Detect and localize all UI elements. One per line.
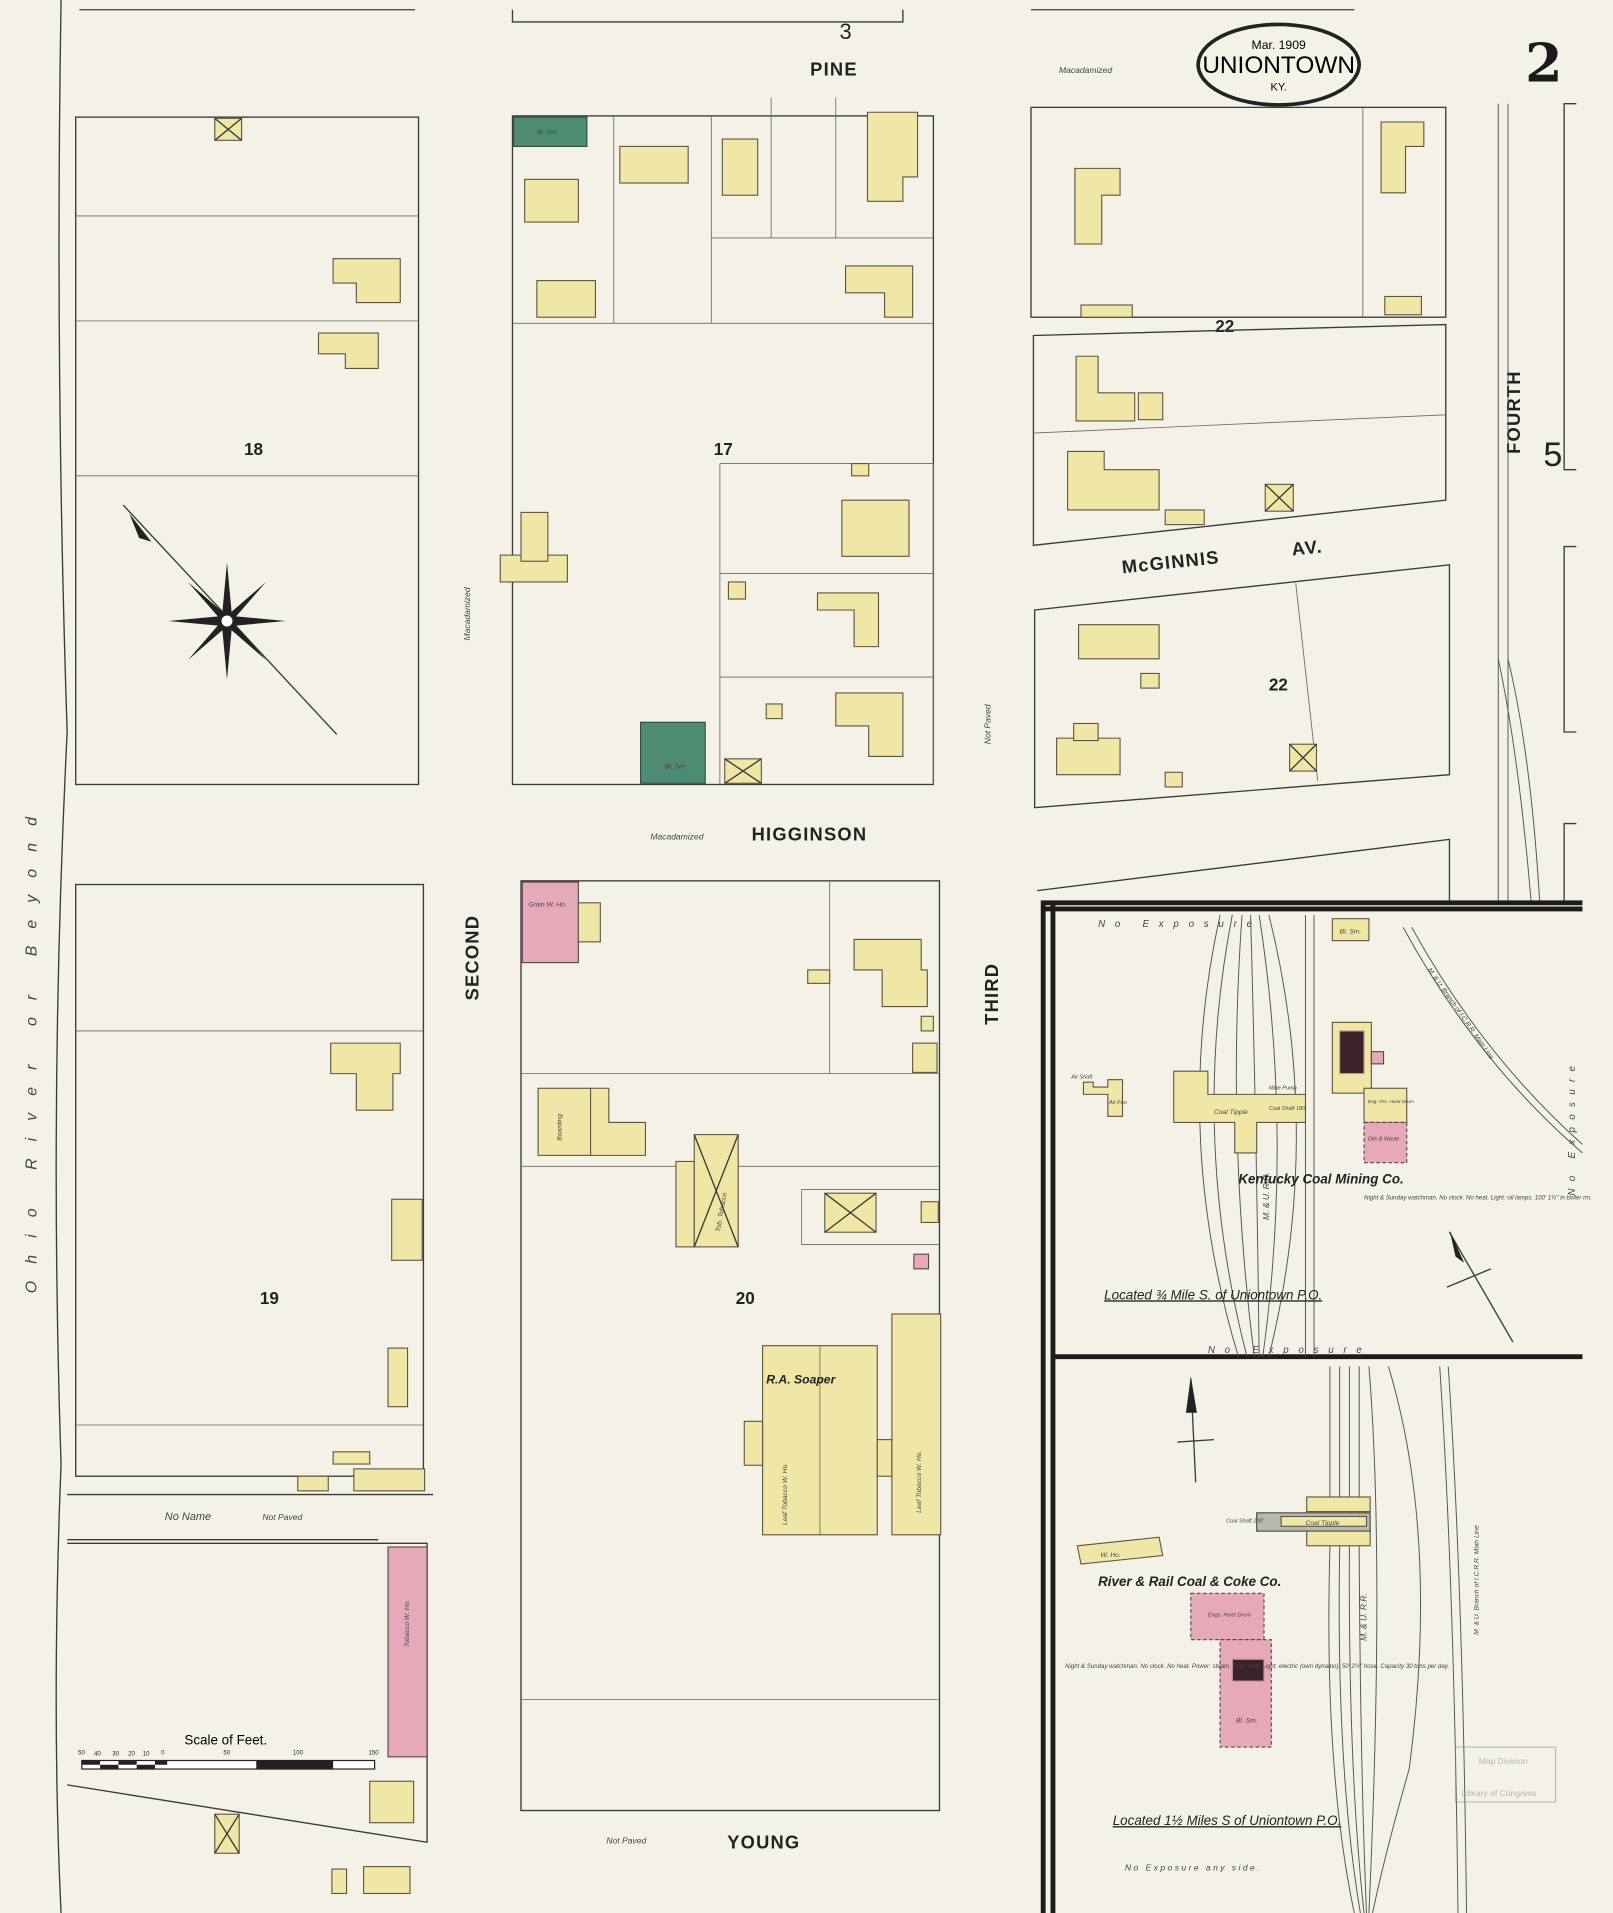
street-label-higginson: HIGGINSON bbox=[752, 824, 868, 845]
block-number: 22 bbox=[1269, 676, 1288, 695]
block-22-north: 22 bbox=[1030, 106, 1447, 336]
street-label-young: YOUNG bbox=[727, 1831, 800, 1852]
state-name: KY. bbox=[1271, 81, 1287, 93]
company-name: Kentucky Coal Mining Co. bbox=[1238, 1171, 1403, 1186]
location-note: Located ¾ Mile S. of Uniontown P.O. bbox=[1104, 1287, 1322, 1302]
railroad-label: M. & U. R.R. bbox=[1261, 1172, 1271, 1220]
building-label: Leaf Tobacco W. Ho. bbox=[782, 1463, 789, 1525]
scale-tick: 50 bbox=[78, 1749, 85, 1756]
building-label: Coal Tipple bbox=[1305, 1520, 1339, 1527]
building-label: Tobacco W. Ho. bbox=[404, 1600, 411, 1647]
building-label: Engs. Hoist Drum bbox=[1208, 1613, 1251, 1619]
adjacent-sheet-right: 5 bbox=[1543, 436, 1562, 474]
block-number: 18 bbox=[244, 440, 263, 459]
building-label: Eng. Rm. Hoist Drum bbox=[1368, 1099, 1414, 1105]
building-label: Grain W. Ho. bbox=[528, 901, 567, 908]
no-name-street-edges bbox=[67, 1493, 434, 1541]
block-mcginnis-north bbox=[1032, 323, 1447, 547]
company-name: River & Rail Coal & Coke Co. bbox=[1098, 1574, 1281, 1589]
scale-tick: 20 bbox=[128, 1751, 135, 1758]
building-label: Coal Tipple bbox=[1214, 1109, 1248, 1116]
block-19: 19 bbox=[75, 883, 426, 1492]
street-label-second: SECOND bbox=[461, 915, 482, 1001]
river-label: Ohio River or Beyond bbox=[24, 800, 41, 1293]
block-18: 18 bbox=[75, 116, 420, 786]
scale-tick: 10 bbox=[143, 1751, 150, 1758]
river-bank-line bbox=[55, 0, 68, 1913]
block-south-of-higginson-edge bbox=[1037, 838, 1451, 903]
block-lower-left: Tobacco W. Ho. bbox=[67, 1542, 428, 1895]
library-of-congress-stamp: Map Division Library of Congress bbox=[1454, 1746, 1557, 1803]
exposure-note: No Exposure bbox=[1208, 1345, 1372, 1356]
scale-of-feet: Scale of Feet. 50 40 30 20 10 0 50 100 1… bbox=[78, 1733, 380, 1770]
fourth-street-railroad bbox=[1497, 103, 1509, 903]
company-note: Night & Sunday watchman. No clock. No he… bbox=[1065, 1663, 1449, 1670]
building-label: Coal Shaft 200' bbox=[1226, 1519, 1264, 1525]
sheet-number: 2 bbox=[1525, 32, 1562, 95]
m-and-u-railroad-tracks bbox=[1328, 1366, 1468, 1913]
railroad-label: M. & U. R.R. bbox=[1358, 1593, 1368, 1641]
second-surface-label: Macadamized bbox=[462, 587, 472, 640]
building-label: Boarding bbox=[556, 1114, 563, 1141]
building-label: Bl. Sm. bbox=[537, 129, 559, 136]
street-label-fourth: FOURTH bbox=[1503, 370, 1524, 454]
building-label: Bl. Sm. bbox=[1340, 928, 1362, 935]
scale-tick: 40 bbox=[94, 1751, 101, 1758]
north-arrow-icon bbox=[1177, 1376, 1215, 1483]
no-name-street-label: No Name bbox=[165, 1511, 211, 1523]
block-mcginnis-south: 22 bbox=[1033, 564, 1451, 809]
railroad-label: M. & U. Branch of I.C.R.R. Main Line bbox=[1474, 1525, 1481, 1635]
exposure-note: No Exposure bbox=[1567, 1059, 1578, 1196]
building-label: Air Fan bbox=[1108, 1100, 1127, 1106]
building-label: Bl. Sm. bbox=[1236, 1718, 1258, 1725]
stamp-line: Library of Congress bbox=[1462, 1788, 1536, 1798]
block-number: 19 bbox=[260, 1289, 279, 1308]
town-name: UNIONTOWN bbox=[1202, 52, 1355, 79]
building-label: W. Ho. bbox=[1101, 1552, 1121, 1559]
block-number: 22 bbox=[1215, 317, 1234, 336]
block-17: Bl. Sm. Bl. Sm. 17 bbox=[499, 97, 935, 786]
title-cartouche: Mar. 1909 UNIONTOWN KY. bbox=[1196, 22, 1362, 107]
right-sheet-bracket bbox=[1563, 103, 1577, 903]
building-label: Air Shaft bbox=[1070, 1075, 1093, 1081]
railroad-spur bbox=[1497, 658, 1541, 903]
third-surface-label: Not Paved bbox=[983, 704, 993, 744]
company-note: Night & Sunday watchman. No clock. No he… bbox=[1364, 1194, 1592, 1201]
building-label: Mine Pump bbox=[1269, 1085, 1297, 1091]
building-label: Leaf Tobacco W. Ho. bbox=[916, 1451, 923, 1513]
adjacent-sheet-top: 3 bbox=[839, 19, 851, 44]
pine-surface-label: Macadamized bbox=[1059, 65, 1112, 75]
block-20: Grain W. Ho. Boarding Tob. Tobacco R.A. … bbox=[520, 880, 942, 1812]
exposure-note: No Exposure bbox=[1098, 919, 1262, 930]
block-number: 20 bbox=[736, 1289, 755, 1308]
scale-tick: 150 bbox=[369, 1749, 380, 1756]
higginson-surface-label: Macadamized bbox=[650, 831, 703, 841]
scale-tick: 50 bbox=[223, 1749, 230, 1756]
scale-title: Scale of Feet. bbox=[184, 1733, 267, 1748]
exposure-note: No Exposure any side. bbox=[1125, 1862, 1262, 1872]
building-label: Bl. Sm. bbox=[665, 764, 687, 771]
business-label: R.A. Soaper bbox=[766, 1373, 836, 1387]
street-suffix: AV. bbox=[1291, 535, 1324, 559]
location-note: Located 1½ Miles S of Uniontown P.O. bbox=[1113, 1813, 1342, 1828]
block-number: 17 bbox=[714, 440, 733, 459]
no-name-not-paved: Not Paved bbox=[262, 1512, 302, 1522]
building-label: Coal Shaft 180' bbox=[1269, 1106, 1307, 1112]
inset-frame bbox=[1040, 900, 1583, 1913]
street-label-third: THIRD bbox=[981, 963, 1002, 1025]
scale-tick: 0 bbox=[161, 1749, 165, 1756]
young-surface-label: Not Paved bbox=[606, 1835, 646, 1845]
building-label: Oils & Waste bbox=[1368, 1137, 1400, 1143]
stamp-line: Map Division bbox=[1479, 1756, 1528, 1766]
street-label-pine: PINE bbox=[810, 59, 858, 80]
scale-tick: 30 bbox=[112, 1751, 119, 1758]
map-date: Mar. 1909 bbox=[1252, 38, 1306, 52]
scale-tick: 100 bbox=[293, 1749, 304, 1756]
inset-river-rail-coal-coke: M. & U. Branch of I.C.R.R. Main Line M. … bbox=[1065, 1366, 1481, 1913]
adjacent-sheet-border bbox=[79, 9, 1355, 23]
north-arrow-compass-icon bbox=[122, 504, 338, 735]
